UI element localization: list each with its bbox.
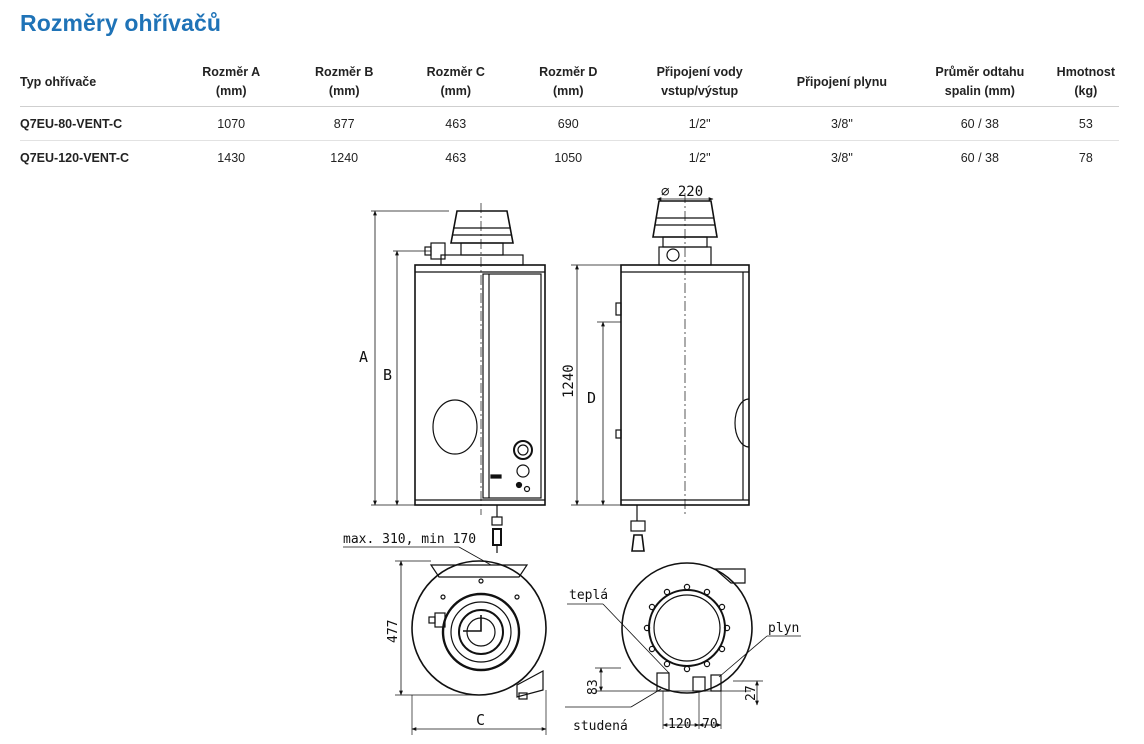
table-row: Q7EU-80-VENT-C 1070 877 463 690 1/2" 3/8…: [20, 106, 1119, 141]
top-view-right: [565, 562, 801, 729]
technical-drawing: A B ⌀ 220 1240 D max. 310, min 170 477 C…: [331, 184, 809, 739]
cell-water: 1/2": [622, 106, 777, 141]
label-c: C: [476, 711, 485, 729]
page-title: Rozměry ohřívačů: [20, 10, 221, 36]
cell-dim-b: 877: [290, 106, 398, 141]
cell-dim-d: 1050: [554, 150, 583, 165]
cell-weight: 53: [1052, 106, 1119, 141]
dim-27: 27: [744, 685, 759, 701]
cell-gas: 3/8": [776, 106, 908, 141]
dim-max-min: max. 310, min 170: [343, 532, 476, 547]
dimensions-table: Typ ohřívače Rozměr A(mm) Rozměr B(mm) R…: [20, 58, 1119, 174]
header-dim-b: Rozměr B(mm): [290, 58, 398, 107]
cell-gas: 3/8": [830, 150, 853, 165]
front-view: [371, 203, 546, 553]
dim-70: 70: [702, 717, 718, 732]
header-dim-d: Rozměr D(mm): [513, 58, 623, 107]
cell-flue: 60 / 38: [960, 150, 999, 165]
dim-1240: 1240: [561, 364, 577, 398]
label-d: D: [587, 389, 596, 407]
header-weight: Hmotnost(kg): [1052, 58, 1119, 107]
label-a: A: [359, 348, 368, 366]
table-header-row: Typ ohřívače Rozměr A(mm) Rozměr B(mm) R…: [20, 58, 1119, 107]
cell-water: 1/2": [688, 150, 711, 165]
dim-120: 120: [668, 717, 691, 732]
header-gas-connection: Připojení plynu: [776, 58, 908, 107]
label-plyn: plyn: [768, 621, 799, 636]
table-row: Q7EU-120-VENT-C 1430 1240 463 1050 1/2" …: [20, 141, 1119, 175]
dim-diameter: ⌀ 220: [661, 185, 703, 200]
dimension-drawing-svg: A B ⌀ 220 1240 D max. 310, min 170 477 C…: [343, 184, 801, 735]
cell-weight: 78: [1078, 150, 1093, 165]
side-view: [571, 193, 750, 552]
header-type: Typ ohřívače: [20, 58, 172, 107]
cell-type: Q7EU-80-VENT-C: [20, 106, 172, 141]
label-studena: studená: [573, 719, 628, 734]
header-dim-c: Rozměr C(mm): [397, 58, 514, 107]
cell-dim-c: 463: [397, 106, 514, 141]
cell-dim-d: 690: [513, 106, 623, 141]
label-tepla: teplá: [569, 588, 608, 603]
dim-477: 477: [386, 620, 401, 643]
cell-flue: 60 / 38: [907, 106, 1053, 141]
top-view-left: [343, 546, 547, 735]
header-dim-a: Rozměr A(mm): [171, 58, 291, 107]
cell-dim-a: 1430: [217, 150, 246, 165]
cell-dim-c: 463: [445, 150, 467, 165]
cell-dim-a: 1070: [171, 106, 291, 141]
label-b: B: [383, 366, 392, 384]
dim-83: 83: [586, 679, 601, 695]
cell-type: Q7EU-120-VENT-C: [20, 150, 130, 165]
cell-dim-b: 1240: [330, 150, 359, 165]
